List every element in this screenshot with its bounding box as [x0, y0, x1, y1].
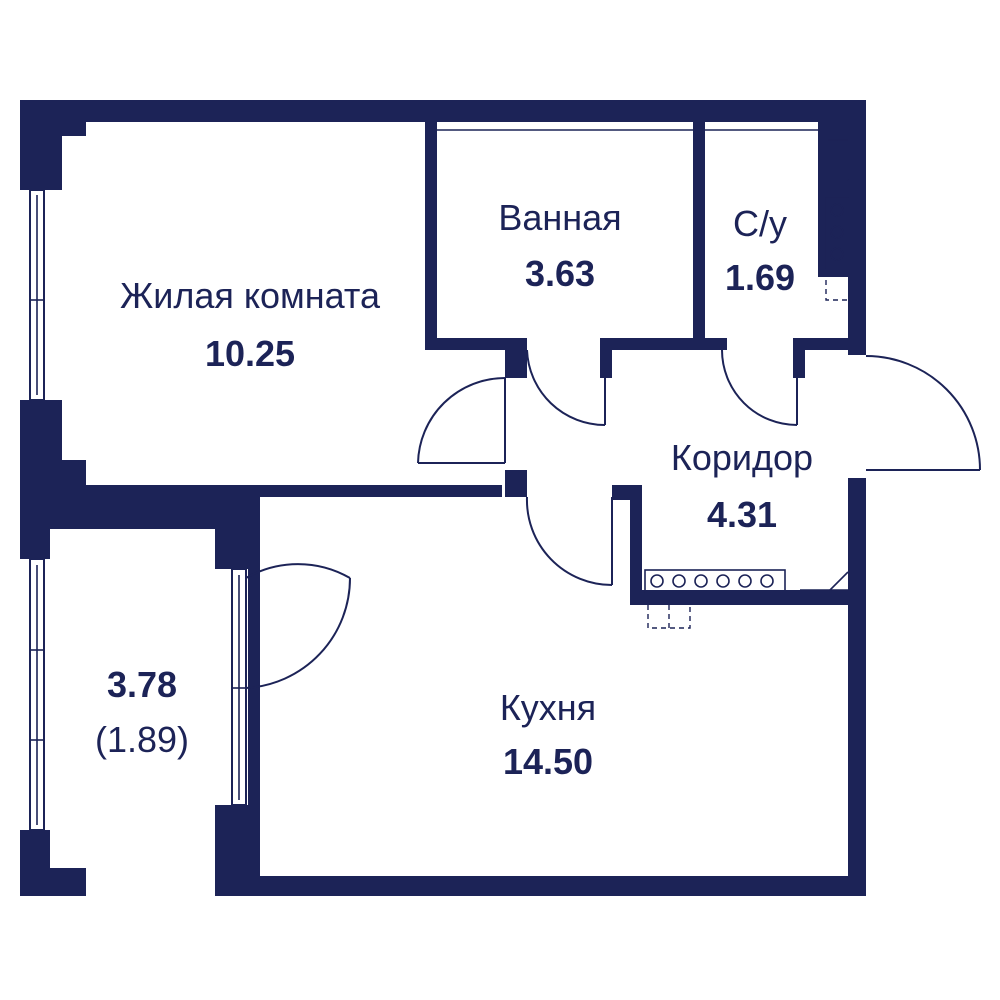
- room-kitchen-area: 14.50: [503, 741, 593, 782]
- room-balcony: 3.78 (1.89): [95, 664, 189, 760]
- room-living-name: Жилая комната: [120, 275, 381, 316]
- room-wc-area: 1.69: [725, 257, 795, 298]
- room-living: Жилая комната 10.25: [120, 275, 381, 374]
- walls: [20, 100, 866, 896]
- room-bath-name: Ванная: [498, 197, 621, 238]
- room-corridor: Коридор 4.31: [671, 437, 813, 535]
- windows: [29, 189, 247, 831]
- door-swings: [245, 349, 981, 689]
- room-kitchen: Кухня 14.50: [500, 687, 596, 782]
- room-wc-name: С/у: [733, 203, 787, 244]
- room-bath-area: 3.63: [525, 253, 595, 294]
- room-living-area: 10.25: [205, 333, 295, 374]
- room-corridor-area: 4.31: [707, 494, 777, 535]
- room-corridor-name: Коридор: [671, 437, 813, 478]
- room-kitchen-name: Кухня: [500, 687, 596, 728]
- fixtures: [437, 129, 849, 629]
- room-wc: С/у 1.69: [725, 203, 795, 298]
- room-balcony-area-reduced: (1.89): [95, 719, 189, 760]
- room-bath: Ванная 3.63: [498, 197, 621, 294]
- room-balcony-area: 3.78: [107, 664, 177, 705]
